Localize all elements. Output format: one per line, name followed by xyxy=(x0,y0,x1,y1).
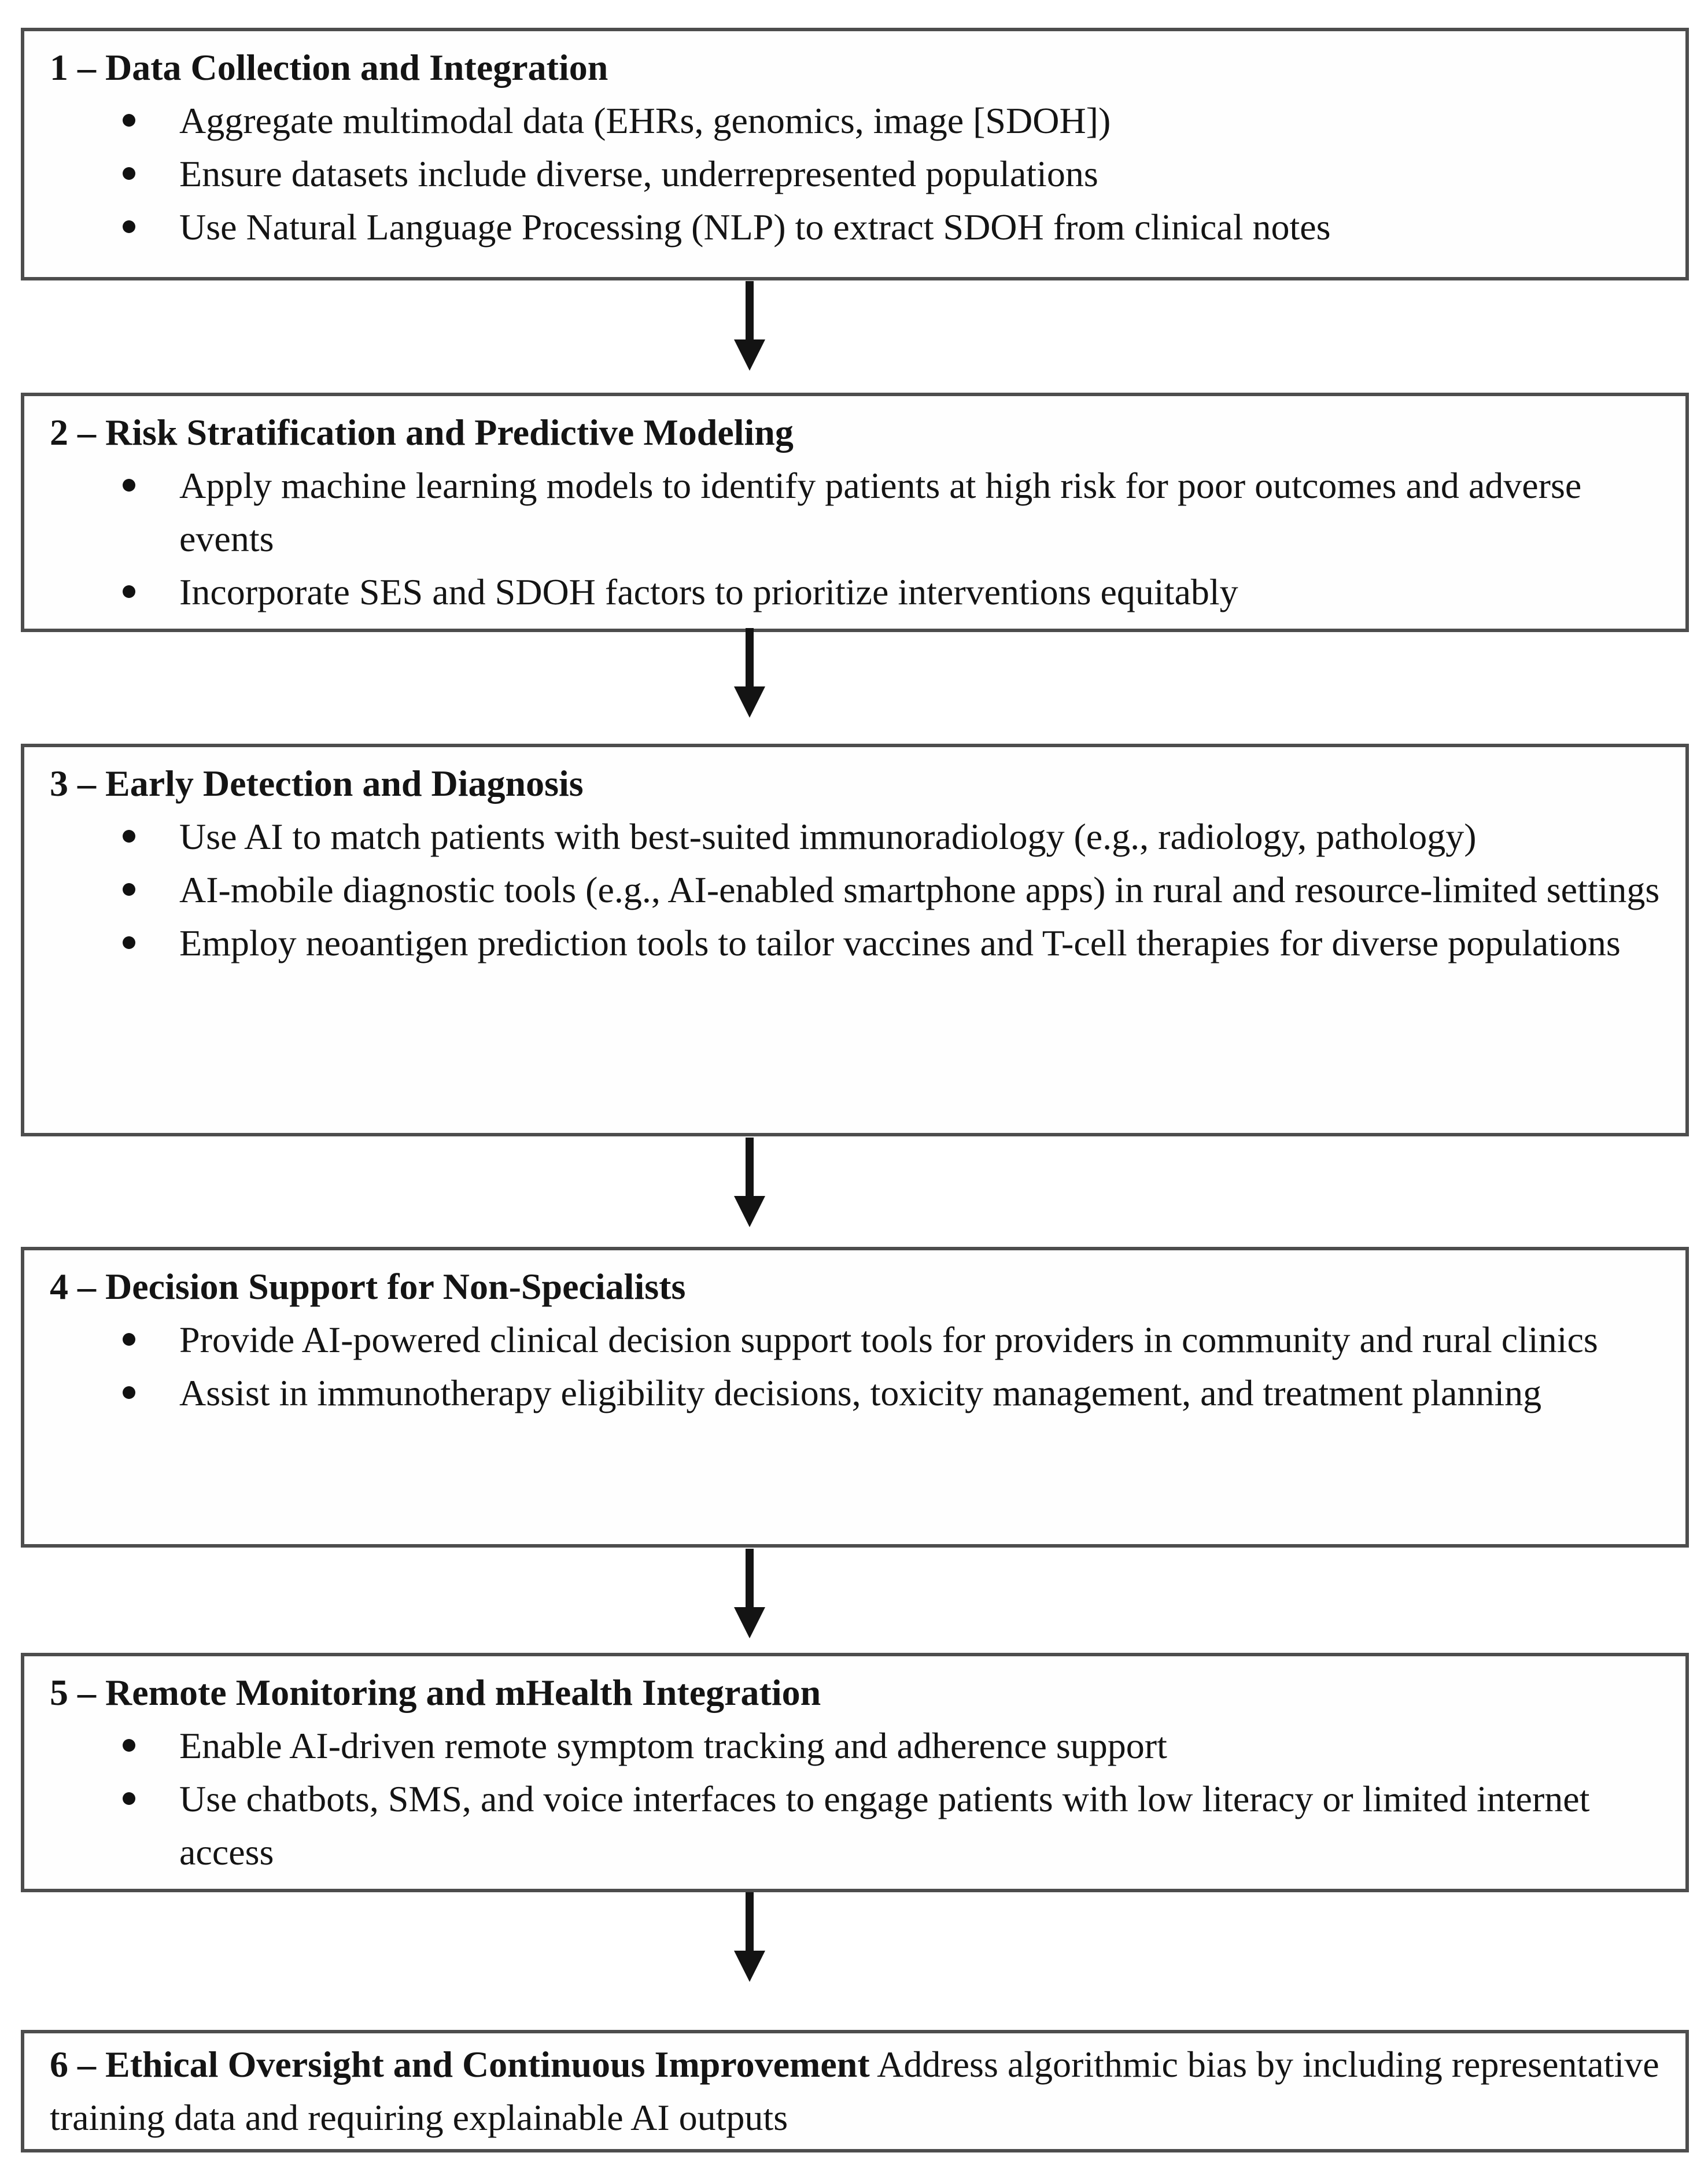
list-item: Use chatbots, SMS, and voice interfaces … xyxy=(50,1773,1662,1879)
step-box-3: 3 – Early Detection and Diagnosis Use AI… xyxy=(21,744,1689,1136)
arrow-head xyxy=(734,1196,765,1227)
step-box-5: 5 – Remote Monitoring and mHealth Integr… xyxy=(21,1653,1689,1892)
bullet-icon xyxy=(123,1386,135,1399)
bullet-text: AI-mobile diagnostic tools (e.g., AI-ena… xyxy=(179,869,1660,910)
bullet-icon xyxy=(123,883,135,896)
step-6-text: Address algorithmic bias by including re… xyxy=(50,2044,1659,2138)
bullet-icon xyxy=(123,1792,135,1805)
arrow-head xyxy=(734,1607,765,1638)
list-item: AI-mobile diagnostic tools (e.g., AI-ena… xyxy=(50,863,1662,917)
list-item: Incorporate SES and SDOH factors to prio… xyxy=(50,566,1662,619)
step-3-title: 3 – Early Detection and Diagnosis xyxy=(50,763,584,804)
flow-arrow-down-icon xyxy=(734,281,765,371)
list-item: Use Natural Language Processing (NLP) to… xyxy=(50,201,1662,254)
flow-arrow-down-icon xyxy=(734,1138,765,1227)
bullet-icon xyxy=(123,114,135,127)
bullet-text: Incorporate SES and SDOH factors to prio… xyxy=(179,571,1238,612)
list-item: Use AI to match patients with best-suite… xyxy=(50,810,1662,863)
bullet-text: Use AI to match patients with best-suite… xyxy=(179,816,1477,857)
bullet-text: Enable AI-driven remote symptom tracking… xyxy=(179,1725,1167,1766)
step-box-2: 2 – Risk Stratification and Predictive M… xyxy=(21,393,1689,632)
list-item: Employ neoantigen prediction tools to ta… xyxy=(50,917,1662,970)
bullet-text: Assist in immunotherapy eligibility deci… xyxy=(179,1372,1542,1413)
bullet-text: Ensure datasets include diverse, underre… xyxy=(179,153,1098,194)
arrow-shaft xyxy=(746,1892,754,1951)
arrow-shaft xyxy=(746,281,754,340)
bullet-text: Provide AI-powered clinical decision sup… xyxy=(179,1319,1598,1360)
step-box-4: 4 – Decision Support for Non-Specialists… xyxy=(21,1247,1689,1548)
list-item: Enable AI-driven remote symptom tracking… xyxy=(50,1719,1662,1773)
step-box-1: 1 – Data Collection and Integration Aggr… xyxy=(21,28,1689,280)
arrow-head xyxy=(734,686,765,718)
flow-arrow-down-icon xyxy=(734,1549,765,1638)
step-2-title: 2 – Risk Stratification and Predictive M… xyxy=(50,412,794,453)
bullet-icon xyxy=(123,1333,135,1346)
bullet-text: Use Natural Language Processing (NLP) to… xyxy=(179,206,1331,248)
list-item: Aggregate multimodal data (EHRs, genomic… xyxy=(50,94,1662,147)
bullet-text: Aggregate multimodal data (EHRs, genomic… xyxy=(179,100,1111,141)
step-4-title: 4 – Decision Support for Non-Specialists xyxy=(50,1266,686,1307)
list-item: Assist in immunotherapy eligibility deci… xyxy=(50,1367,1662,1420)
arrow-shaft xyxy=(746,628,754,687)
step-1-title: 1 – Data Collection and Integration xyxy=(50,47,608,88)
bullet-text: Employ neoantigen prediction tools to ta… xyxy=(179,922,1621,963)
flow-arrow-down-icon xyxy=(734,628,765,718)
arrow-head xyxy=(734,1951,765,1982)
arrow-shaft xyxy=(746,1549,754,1608)
step-5-title: 5 – Remote Monitoring and mHealth Integr… xyxy=(50,1672,821,1713)
list-item: Apply machine learning models to identif… xyxy=(50,459,1662,566)
step-6-paragraph: 6 – Ethical Oversight and Continuous Imp… xyxy=(50,2038,1662,2144)
bullet-icon xyxy=(123,220,135,233)
bullet-text: Apply machine learning models to identif… xyxy=(179,465,1582,559)
flow-arrow-down-icon xyxy=(734,1892,765,1982)
step-6-title: 6 – Ethical Oversight and Continuous Imp… xyxy=(50,2044,870,2085)
bullet-icon xyxy=(123,585,135,598)
bullet-icon xyxy=(123,479,135,492)
list-item: Provide AI-powered clinical decision sup… xyxy=(50,1313,1662,1367)
arrow-head xyxy=(734,339,765,371)
bullet-text: Use chatbots, SMS, and voice interfaces … xyxy=(179,1778,1590,1873)
arrow-shaft xyxy=(746,1138,754,1197)
bullet-icon xyxy=(123,167,135,180)
bullet-icon xyxy=(123,1739,135,1752)
step-box-6: 6 – Ethical Oversight and Continuous Imp… xyxy=(21,2030,1689,2152)
list-item: Ensure datasets include diverse, underre… xyxy=(50,147,1662,201)
bullet-icon xyxy=(123,830,135,843)
bullet-icon xyxy=(123,936,135,949)
